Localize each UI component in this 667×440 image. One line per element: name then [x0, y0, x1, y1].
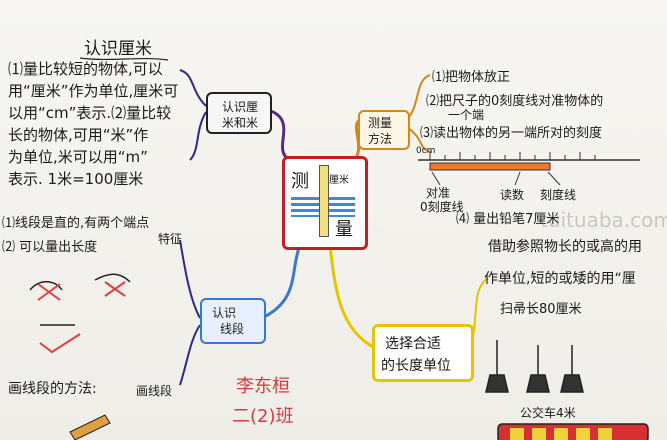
node-cm-label-1: 认识厘	[222, 100, 259, 114]
unit-note-2: 扫帚长80厘米	[500, 302, 582, 317]
unit-note-3: 公交车4米	[520, 406, 576, 420]
measure-step-3: ⑶读出物体的另一端所对的刻度	[420, 126, 603, 141]
node-measure-method: 测量 方法	[358, 110, 410, 150]
link-cm-para	[189, 111, 207, 161]
pointer-read	[514, 171, 521, 186]
center-ruler-icon	[319, 165, 329, 237]
pointer-zero	[431, 171, 441, 186]
ruler-zero-label: 对准	[426, 186, 451, 200]
measure-step-2b: 一个端	[448, 108, 485, 122]
segment-examples	[29, 273, 131, 326]
node-line-label-2: 线段	[220, 322, 245, 336]
ruler-read-label: 读数	[500, 188, 525, 202]
cm-text-line-1: ⑴量比较短的物体,可以	[8, 60, 163, 78]
map-title: 认识厘米	[84, 39, 152, 59]
node-measure-label-2: 方法	[368, 132, 393, 146]
title-underline	[79, 57, 169, 61]
unit-note-1: 作单位,短的或矮的用“厘	[484, 271, 636, 287]
node-measure-label-1: 测量	[368, 116, 393, 130]
link-measure-ruler	[407, 127, 433, 153]
link-cm-title	[179, 69, 207, 107]
drawing-method-label: 画线段的方法:	[8, 381, 97, 397]
measured-object	[429, 162, 551, 171]
measure-step-2: ⑵把尺子的0刻度线对准物体的	[426, 94, 604, 109]
link-center-unit	[328, 244, 376, 350]
pencil-drawing	[69, 414, 111, 440]
ruler-ticks	[429, 152, 596, 160]
link-line-notes	[179, 239, 201, 319]
ruler-end-label: 刻度线	[540, 188, 577, 202]
node-line-label-1: 认识	[212, 306, 237, 320]
ruler-cm-label: 0cm	[416, 146, 436, 156]
center-label-left: 测	[291, 171, 309, 192]
cm-text-line-6: 表示. 1米=100厘米	[8, 170, 144, 188]
center-label-right: 量	[335, 219, 353, 240]
author-name: 李东桓	[236, 376, 290, 397]
cm-text-line-5: 为单位,米可以用“m”	[8, 148, 148, 166]
segment-marks	[37, 281, 126, 354]
broom-drawings	[485, 340, 584, 393]
cm-text-line-3: 以用“cm”表示.⑵量比较	[8, 104, 172, 122]
link-measure-steps	[407, 74, 431, 119]
node-unit-label-2: 的长度单位	[381, 358, 451, 374]
line-feature-label: 特征	[158, 232, 183, 246]
measure-step-1: ⑴把物体放正	[432, 70, 511, 85]
link-line-draw	[179, 324, 201, 386]
node-cm-label-2: 米和米	[222, 116, 259, 130]
author-class: 二(2)班	[232, 406, 294, 427]
center-label-small: 厘米	[329, 175, 349, 186]
line-note-1: ⑴线段是直的,有两个端点	[2, 216, 150, 231]
estimate-line-2: 借助参照物长的或高的用	[488, 239, 642, 255]
center-node-measure: 测 量 厘米	[282, 156, 368, 250]
pointer-end	[547, 171, 561, 186]
node-choose-unit: 选择合适 的长度单位	[372, 324, 474, 382]
drawing-side-label: 画线段	[136, 384, 173, 398]
watermark-text: tuituaba.com	[540, 208, 667, 232]
node-unit-label-1: 选择合适	[385, 336, 441, 352]
link-center-line	[261, 244, 302, 320]
node-line-segment: 认识 线段	[200, 298, 266, 344]
ruler-zero-label-2: 0刻度线	[420, 200, 464, 214]
node-cm-and-m: 认识厘 米和米	[206, 92, 272, 134]
cm-text-line-4: 长的物体,可用“米”作	[8, 126, 149, 144]
cm-text-line-2: 用“厘米”作为单位,厘米可	[8, 82, 179, 100]
estimate-line-1: ⑷ 量出铅笔7厘米	[456, 212, 560, 227]
line-note-2: ⑵ 可以量出长度	[2, 240, 98, 255]
